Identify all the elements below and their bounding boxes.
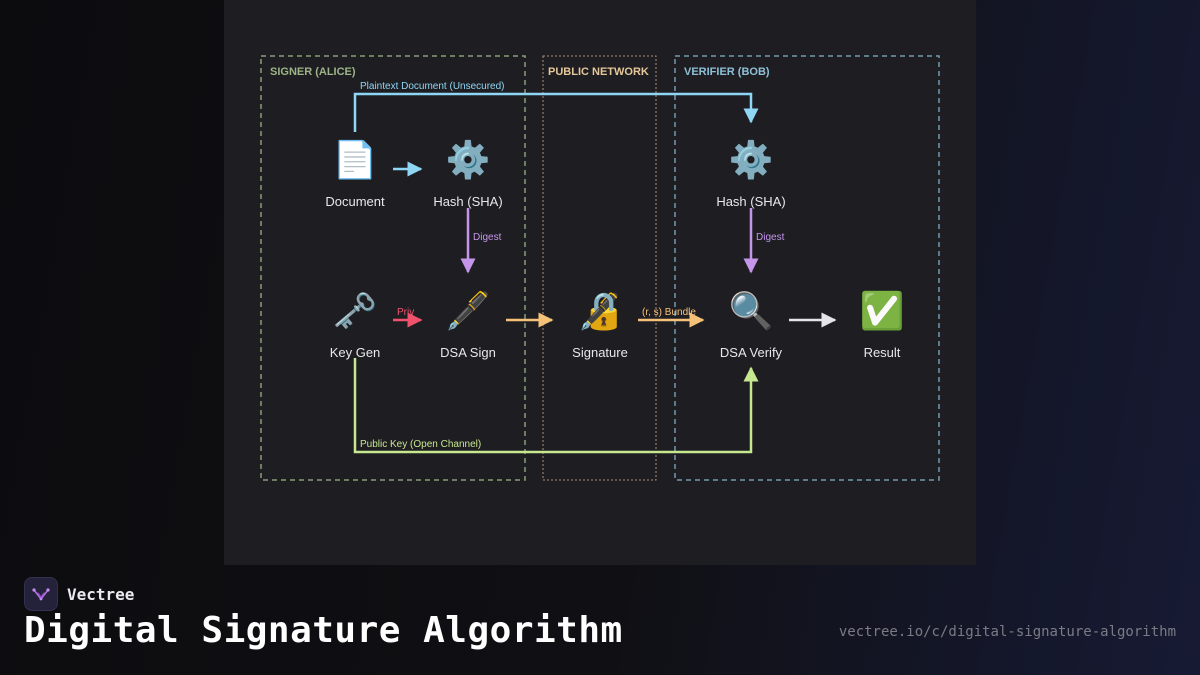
digest-signer-label: Digest xyxy=(473,232,502,243)
node-document: 📄 Document xyxy=(325,139,385,209)
result-label: Result xyxy=(864,345,901,360)
network-zone xyxy=(542,55,657,481)
vectree-logo-icon xyxy=(24,577,58,611)
gear-icon: ⚙️ xyxy=(446,139,491,181)
verifier-zone-label: VERIFIER (BOB) xyxy=(684,66,770,78)
public-key-edge xyxy=(353,358,759,454)
node-dsa-sign: 🖋️ DSA Sign xyxy=(440,290,496,360)
signer-zone xyxy=(260,55,526,481)
page-title: Digital Signature Algorithm xyxy=(24,610,623,651)
plaintext-edge-label: Plaintext Document (Unsecured) xyxy=(360,81,505,92)
check-mark-icon: ✅ xyxy=(860,290,905,332)
magnifier-icon: 🔍 xyxy=(729,288,774,332)
brand-name: Vectree xyxy=(67,584,135,604)
dsa-verify-label: DSA Verify xyxy=(720,345,783,360)
node-result: ✅ Result xyxy=(860,290,905,360)
bundle-edge-label: (r, s) Bundle xyxy=(642,307,696,318)
keygen-label: Key Gen xyxy=(330,345,381,360)
signer-zone-label: SIGNER (ALICE) xyxy=(270,66,356,78)
verifier-zone xyxy=(674,55,940,481)
source-url-link[interactable]: vectree.io/c/digital-signature-algorithm xyxy=(838,624,1176,640)
node-hash-verifier: ⚙️ Hash (SHA) xyxy=(716,139,785,209)
plaintext-edge xyxy=(353,92,759,132)
gear-icon: ⚙️ xyxy=(729,139,774,181)
hash-verifier-label: Hash (SHA) xyxy=(716,194,785,209)
signature-label: Signature xyxy=(572,345,628,360)
document-label: Document xyxy=(325,194,385,209)
priv-edge-label: Priv xyxy=(397,307,414,318)
network-zone-label: PUBLIC NETWORK xyxy=(548,66,649,78)
lock-with-pen-icon: 🔏 xyxy=(578,291,623,332)
node-keygen: 🗝️ Key Gen xyxy=(330,291,381,360)
brand[interactable]: Vectree xyxy=(24,577,134,611)
node-hash-signer: ⚙️ Hash (SHA) xyxy=(433,139,502,209)
public-key-edge-label: Public Key (Open Channel) xyxy=(360,439,481,450)
node-signature: 🔏 Signature xyxy=(572,291,628,360)
node-dsa-verify: 🔍 DSA Verify xyxy=(720,288,783,360)
pen-icon: 🖋️ xyxy=(446,290,491,332)
key-icon: 🗝️ xyxy=(333,291,378,332)
digest-verifier-label: Digest xyxy=(756,232,785,243)
dsa-sign-label: DSA Sign xyxy=(440,345,496,360)
hash-signer-label: Hash (SHA) xyxy=(433,194,502,209)
document-icon: 📄 xyxy=(333,139,378,181)
